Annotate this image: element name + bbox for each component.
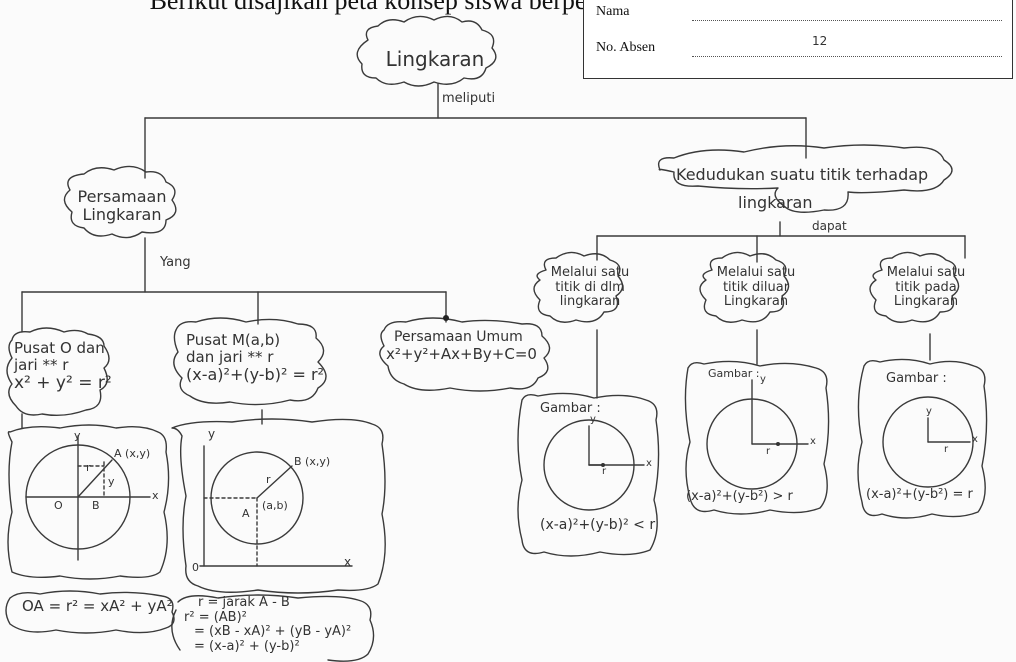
right-fig-3-r: r [944, 444, 949, 455]
right-fig-2-y: y [760, 374, 766, 385]
left-node-1: Pusat O dan jari ** r x² + y² = r² [14, 340, 112, 393]
fig1-r-label: r [86, 461, 91, 474]
left-node-2-line1: Pusat M(a,b) [186, 331, 281, 349]
left-node-2-formula: (x-a)²+(y-b)² = r² [186, 364, 324, 384]
right-node-cloud-3 [869, 251, 960, 323]
left-node-1-formula: x² + y² = r² [14, 372, 112, 393]
root-node: Lingkaran [385, 47, 485, 71]
nama-label: Nama [596, 4, 630, 19]
right-node-3-line3: Lingkaran [893, 294, 959, 310]
right-figure-frame-3 [857, 358, 988, 519]
fig2-y-label: y [208, 427, 216, 441]
fig1-origin-label: O [54, 499, 63, 512]
right-node-1-line3: lingkaran [559, 294, 621, 310]
right-node-3-line1: Melalui satu [886, 265, 966, 280]
result-cloud-1 [5, 590, 175, 634]
fig2-r-label: r [266, 473, 271, 486]
nama-line [692, 6, 1002, 21]
result-2: r = jarak A - B r² = (AB)² = (xB - xA)² … [184, 595, 352, 654]
fig2-point-label: B (x,y) [294, 455, 331, 468]
right-fig-3-y: y [926, 406, 932, 417]
fig2-origin-label: 0 [192, 561, 199, 574]
absen-label: No. Absen [596, 40, 656, 55]
fig1-foot-label: B [92, 499, 100, 512]
absen-value: 12 [812, 34, 828, 48]
right-node-1-line1: Melalui satu [550, 265, 630, 280]
right-fig-3-x: x [972, 434, 978, 445]
root-link-label: meliputi [442, 91, 496, 106]
left-figure-frame-2 [171, 418, 386, 594]
result-2-line4: = (x-a)² + (y-b)² [194, 638, 300, 654]
root-cloud [356, 15, 497, 87]
fig1-y-label: y [74, 429, 81, 442]
left-link-label: Yang [160, 255, 191, 270]
left-node-1-line2: jari ** r [14, 355, 69, 374]
left-node-3: Persamaan Umum x²+y²+Ax+By+C=0 [386, 329, 537, 363]
right-fig-3-gambar: Gambar : [886, 371, 947, 386]
absen-line: 12 [692, 34, 1002, 57]
right-fig-1-gambar: Gambar : [540, 401, 601, 416]
left-node-2: Pusat M(a,b) dan jari ** r (x-a)²+(y-b)²… [186, 332, 324, 384]
fig2-center-label: (a,b) [262, 499, 288, 512]
right-node-2-line3: Lingkaran [723, 294, 789, 310]
left-node-3-formula: x²+y²+Ax+By+C=0 [386, 344, 537, 363]
result-2-line1: r = jarak A - B [198, 595, 290, 610]
right-figure-frame-2 [684, 360, 830, 515]
left-node-cloud-3 [379, 317, 551, 392]
right-node-1-line2: titik di dlm [555, 279, 625, 295]
left-title-cloud [63, 165, 177, 239]
right-title-cloud [657, 144, 953, 213]
fig2-x-label: x [344, 555, 352, 569]
right-node-3-line2: titik pada [895, 279, 957, 295]
right-fig-1-x: x [646, 458, 652, 469]
fig2-a-label: A [242, 507, 250, 520]
right-fig-1-formula: (x-a)²+(y-b)² < r [540, 517, 656, 533]
right-fig-2-formula: (x-a)²+(y-b²) > r [686, 489, 793, 504]
right-branch-title-line1: Kedudukan suatu titik terhadap [676, 165, 929, 184]
right-fig-2-gambar: Gambar : [708, 367, 760, 380]
right-node-3: Melalui satu titik pada Lingkaran [876, 265, 976, 310]
right-fig-1-r: r [602, 466, 607, 477]
fig1-ymid-label: y [108, 475, 115, 488]
left-node-1-line1: Pusat O dan [14, 339, 105, 357]
left-branch-title: Persamaan Lingkaran [72, 188, 172, 224]
fig1-point-label: A (x,y) [114, 447, 151, 460]
result-2-line3: = (xB - xA)² + (yB - yA)² [194, 624, 352, 640]
right-node-cloud-2 [699, 251, 790, 323]
fig1-x-label: x [152, 489, 159, 502]
student-info-box: Nama No. Absen 12 [583, 0, 1013, 79]
right-fig-2-x: x [810, 436, 816, 447]
right-node-2-line1: Melalui satu [716, 265, 796, 280]
right-node-2: Melalui satu titik diluar Lingkaran [706, 265, 806, 310]
right-fig-3-formula: (x-a)²+(y-b²) = r [866, 487, 973, 502]
right-node-1: Melalui satu titik di dlm lingkaran [540, 265, 640, 310]
left-branch-title-line1: Persamaan [77, 187, 167, 206]
right-node-2-line2: titik diluar [722, 279, 790, 295]
right-branch-title-line2: lingkaran [738, 193, 813, 212]
left-node-2-line2: dan jari ** r [186, 347, 274, 366]
right-fig-1-y: y [590, 414, 596, 425]
left-node-cloud-2 [173, 317, 327, 406]
right-link-label: dapat [812, 219, 847, 233]
result-1: OA = r² = xA² + yA² [22, 597, 173, 615]
right-node-cloud-1 [533, 251, 624, 323]
right-fig-2-r: r [766, 446, 771, 457]
right-figure-frame-1 [517, 392, 660, 557]
left-branch-title-line2: Lingkaran [82, 204, 162, 224]
result-2-line2: r² = (AB)² [184, 609, 247, 625]
left-figure-frame-1 [7, 424, 170, 580]
left-node-3-line1: Persamaan Umum [394, 329, 523, 345]
left-node-cloud-1 [6, 327, 110, 417]
result-cloud-2 [177, 594, 375, 662]
